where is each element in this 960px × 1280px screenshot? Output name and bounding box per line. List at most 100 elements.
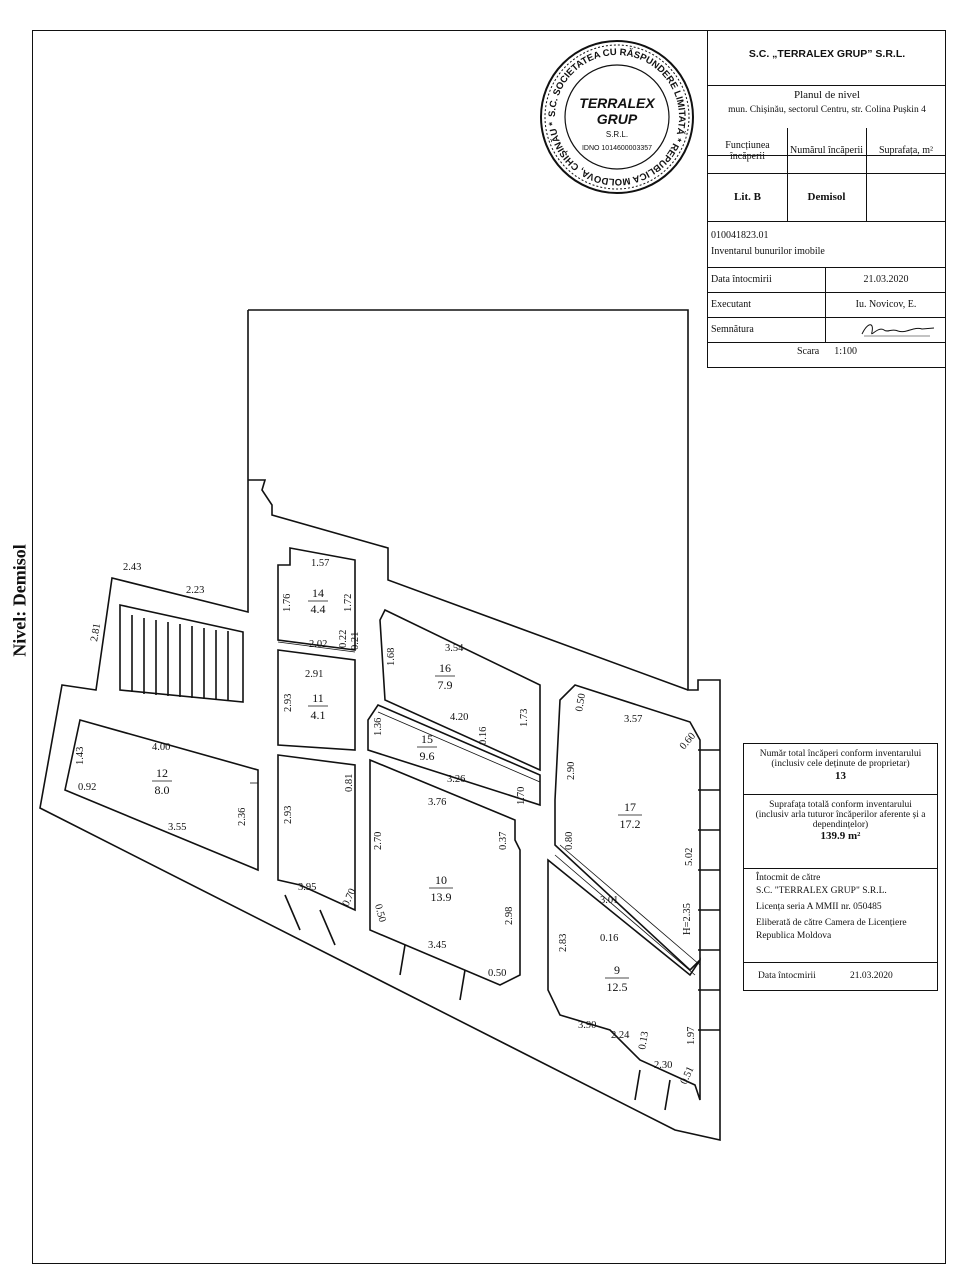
dim: 2.02	[309, 639, 327, 650]
room-number: 10	[435, 873, 447, 887]
room-10-outline	[369, 758, 521, 986]
summary-date-row: Data întocmirii 21.03.2020	[744, 962, 937, 991]
scale-row: Scara 1:100	[708, 346, 946, 357]
dim: 1.68	[386, 648, 397, 666]
made-by-label: Întocmit de către	[756, 873, 821, 883]
rooms-label: Număr total încăperi conform inventarulu…	[759, 749, 922, 769]
summary-date-value: 21.03.2020	[850, 971, 893, 981]
dim: 1.57	[311, 558, 329, 569]
lit-row: Lit. B Demisol	[708, 173, 946, 222]
dim: 2.36	[237, 808, 248, 826]
company-stamp: S.C. SOCIETATEA CU RĂSPUNDERE LIMITATĂ *…	[540, 40, 694, 194]
dim: 0.50	[372, 903, 387, 924]
dim: 2.91	[305, 669, 323, 680]
room-14-outline	[277, 547, 356, 651]
area-value: 139.9 m²	[820, 830, 861, 842]
dim: 3.45	[428, 940, 446, 951]
dim: 3.54	[445, 643, 464, 654]
issued-text: Eliberată de către Camera de Licențiere …	[756, 918, 907, 941]
dim: 1.97	[686, 1027, 697, 1045]
dim: 0.92	[78, 782, 96, 793]
inventory-label: Inventarul bunurilor imobile	[711, 246, 825, 257]
dim: 3.01	[600, 895, 618, 906]
room-number: 14	[312, 586, 324, 600]
lit-value: Lit. B	[708, 173, 788, 221]
drawing-frame	[32, 30, 946, 1264]
dim: 2.90	[566, 762, 577, 780]
level-value: Demisol	[787, 173, 867, 221]
rooms-section: Număr total încăperi conform inventarulu…	[744, 744, 937, 795]
dim: 0.80	[564, 832, 575, 850]
room-17-outline	[554, 684, 701, 972]
made-by-value: S.C. "TERRALEX GRUP" S.R.L.	[756, 886, 887, 896]
dim: 0.70	[341, 887, 359, 908]
dim: 0.50	[488, 968, 506, 979]
dim: 1.43	[75, 747, 86, 765]
room-area: 13.9	[431, 890, 452, 904]
dim: 2.30	[654, 1060, 672, 1071]
dim: 0.51	[679, 1065, 697, 1086]
executant-value: Iu. Novicov, E.	[855, 299, 917, 310]
signature-row: Semnătura	[708, 317, 946, 343]
dim: 0.22	[338, 630, 349, 648]
license-text: Licența seria A MMII nr. 050485	[756, 902, 882, 912]
area-section: Suprafața totală conform inventarului (i…	[744, 796, 937, 869]
scale-value: 1:100	[834, 346, 857, 357]
summary-date-label: Data întocmirii	[758, 971, 816, 981]
dim: 4.20	[450, 712, 468, 723]
function-header: Funcțiunea încăperii	[708, 128, 788, 173]
dim: 0.16	[600, 933, 618, 944]
dim: 0.60	[678, 731, 698, 752]
executant-label: Executant	[708, 292, 826, 317]
dim: 1.70	[516, 787, 527, 805]
dim: 3.26	[447, 774, 465, 785]
room-area: 8.0	[155, 783, 170, 797]
dim: 1.72	[343, 594, 354, 612]
dim: 3.95	[298, 882, 316, 893]
dim: 2.93	[283, 694, 294, 712]
room-area: 4.1	[311, 708, 326, 722]
room-area: 17.2	[620, 817, 641, 831]
room-9-outline	[547, 858, 701, 1101]
dim: 1.73	[519, 709, 530, 727]
dim: 5.02	[684, 848, 695, 866]
scale-label: Scara	[797, 346, 820, 357]
dim: 0.81	[344, 774, 355, 792]
room-number: 17	[624, 800, 636, 814]
stamp-name-2: GRUP	[597, 111, 638, 127]
room-number: 12	[156, 766, 168, 780]
room-number: 15	[421, 732, 433, 746]
room-11-outline	[277, 649, 356, 751]
stamp-idno: IDNO 1014600003357	[582, 145, 652, 152]
room-labels: 14 4.4 11 4.1 16 7.9 15 9.6 12 8.0 17 17…	[152, 586, 642, 994]
dim: 2.70	[373, 832, 384, 850]
dim: 0.37	[498, 832, 509, 850]
building-outline	[39, 309, 721, 1141]
dim: 3.55	[168, 822, 186, 833]
area-label: Suprafața totală conform inventarului (i…	[755, 800, 926, 830]
dim: 2.43	[123, 562, 141, 573]
executant-row: Executant Iu. Novicov, E.	[708, 292, 946, 318]
date-value: 21.03.2020	[863, 274, 909, 285]
plan-address: mun. Chișinău, sectorul Centru, str. Col…	[728, 105, 926, 115]
dim: 3.90	[578, 1020, 596, 1031]
dim: 1.76	[282, 594, 293, 612]
company-name: S.C. „TERRALEX GRUP” S.R.L.	[748, 48, 906, 60]
dim: 4.00	[152, 742, 170, 753]
dim: 2.93	[283, 806, 294, 824]
room-number: 16	[439, 661, 451, 675]
title-company-row: S.C. „TERRALEX GRUP” S.R.L.	[708, 30, 946, 86]
room-area: 12.5	[607, 980, 628, 994]
room-12-outline	[64, 718, 259, 872]
dim: 0.16	[478, 727, 489, 745]
inventory-row: 010041823.01 Inventarul bunurilor imobil…	[708, 221, 946, 268]
dim: 2.23	[186, 585, 204, 596]
dim: 0.50	[574, 693, 588, 713]
header-row: Funcțiunea încăperii Numărul încăperii S…	[708, 128, 946, 174]
cadastral-number: 010041823.01	[711, 230, 769, 241]
courtyard-wall	[248, 479, 689, 691]
dim: 3.76	[428, 797, 446, 808]
number-header: Numărul încăperii	[787, 128, 867, 173]
area-header: Suprafața, m²	[878, 145, 934, 156]
dim: H=2.35	[682, 903, 693, 935]
